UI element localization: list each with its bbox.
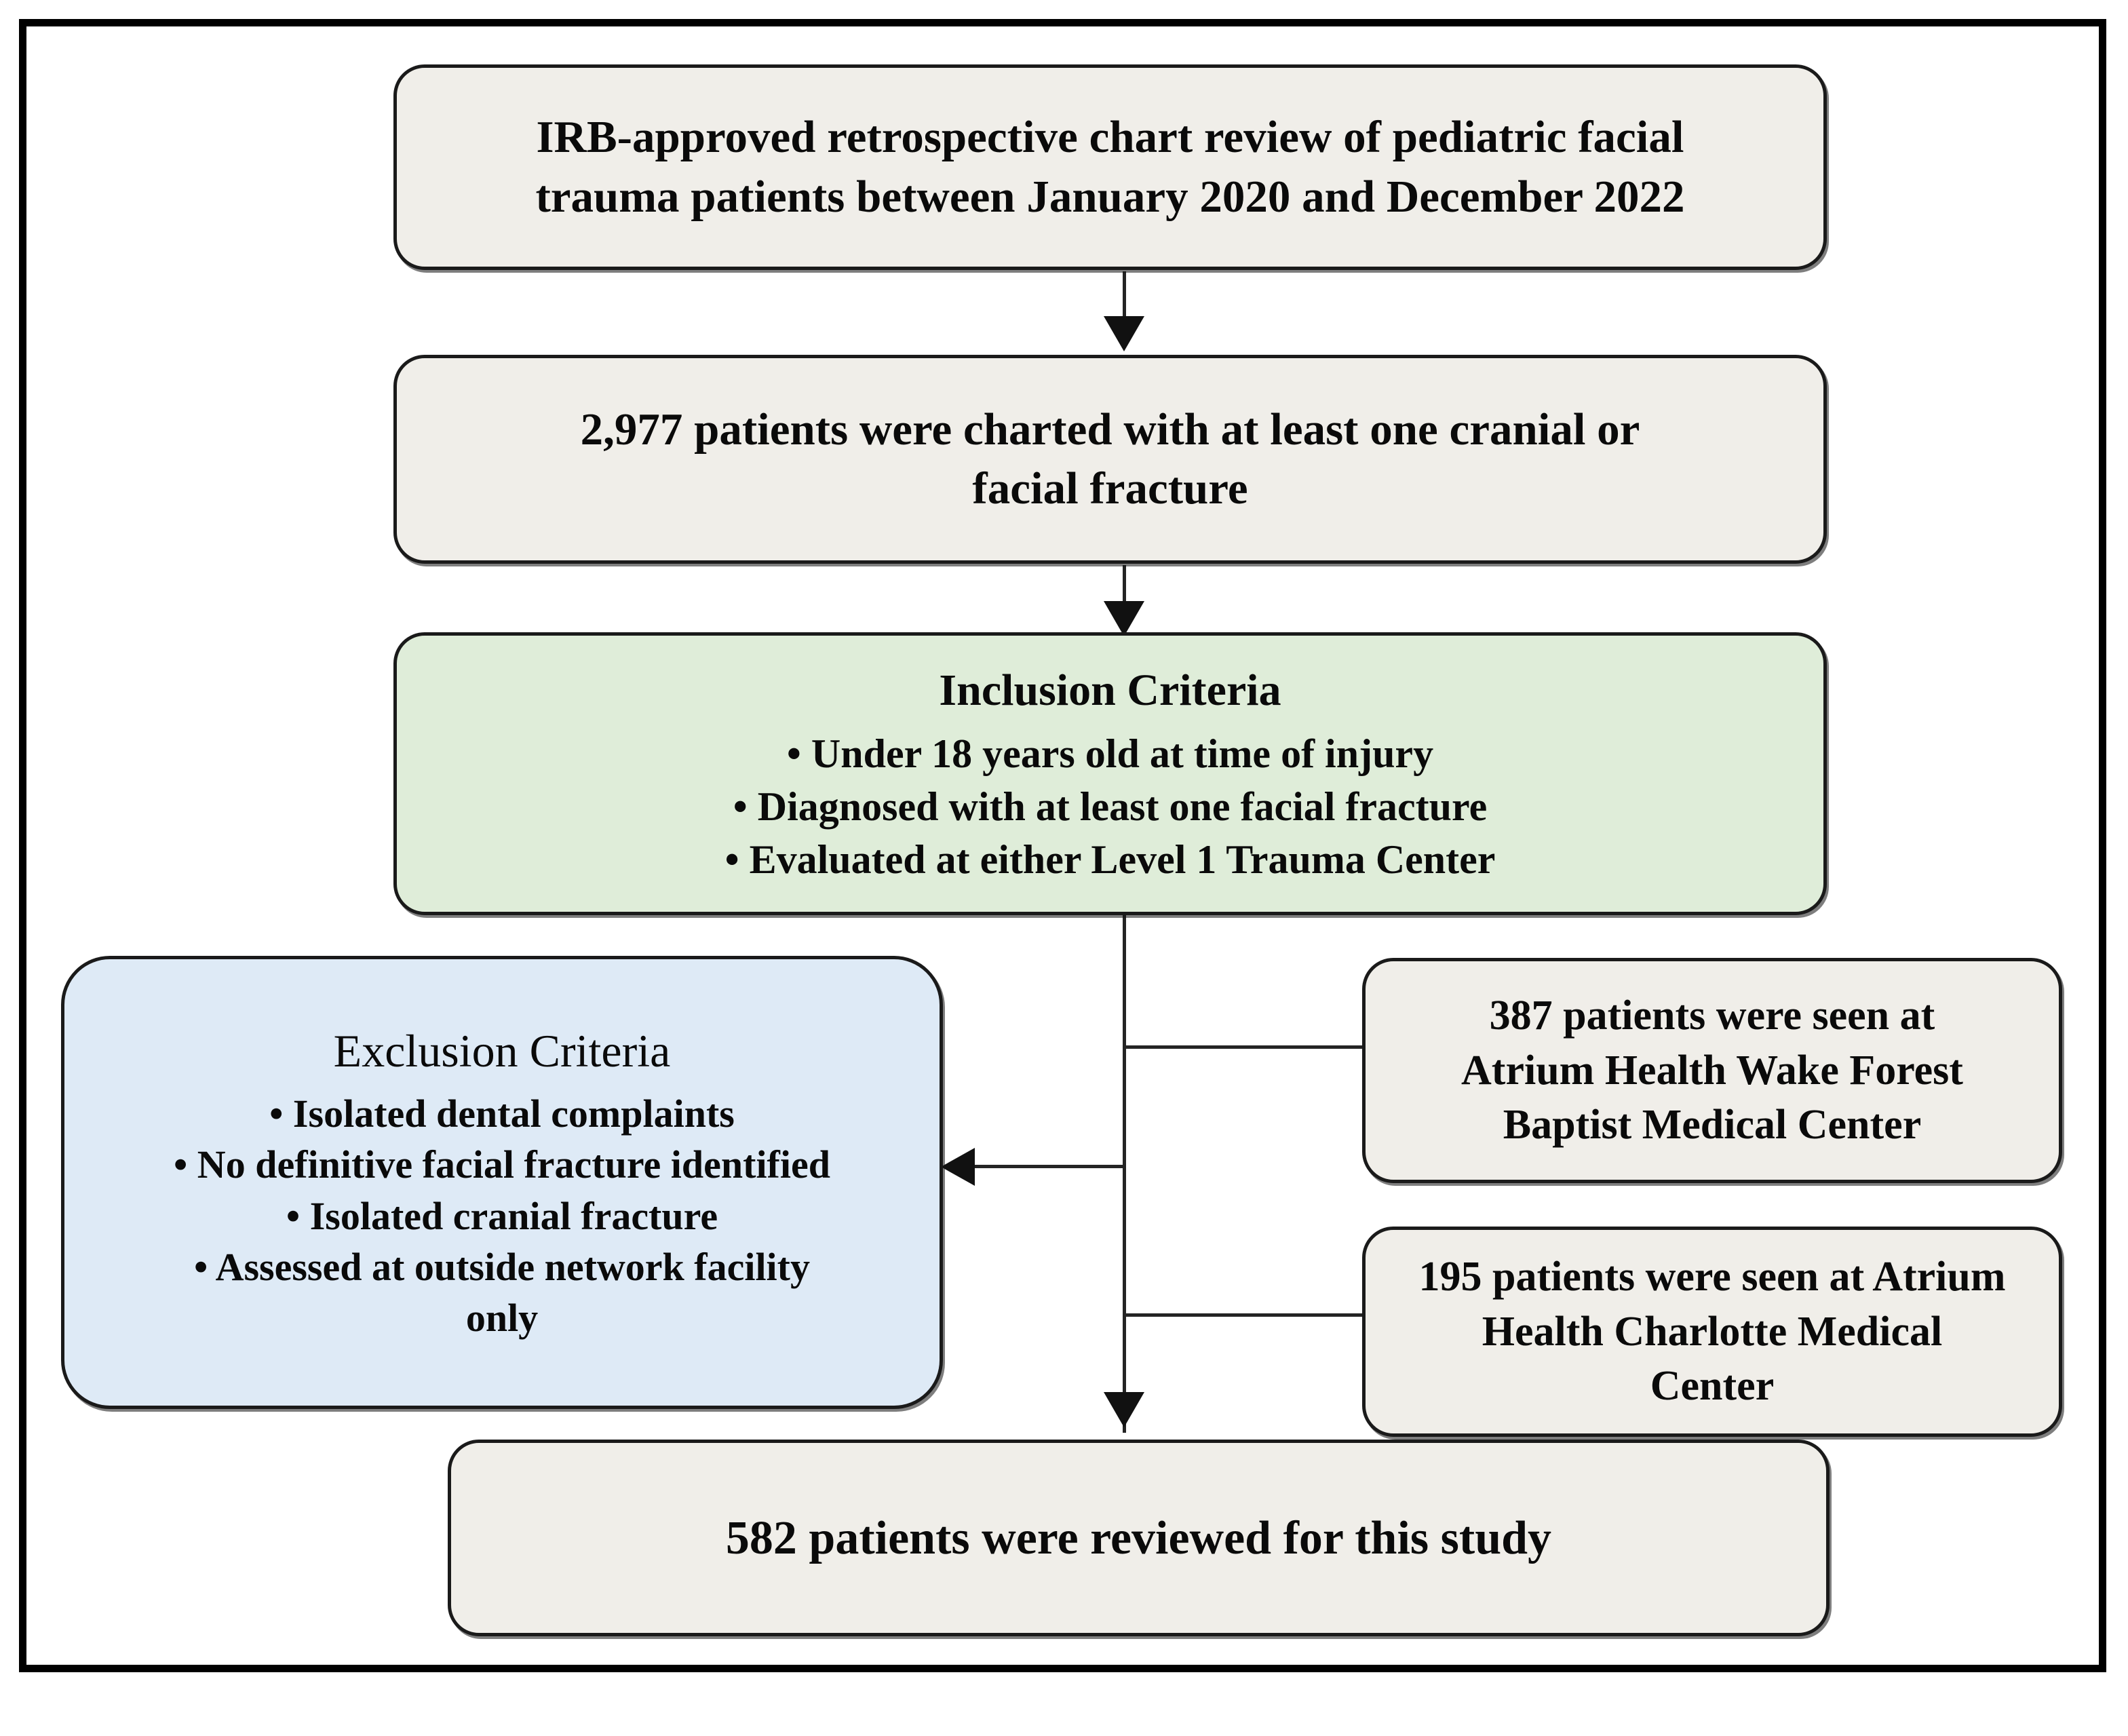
wake-forest-line-1: 387 patients were seen at — [1489, 992, 1935, 1039]
arrow-charted-to-inclusion-head — [1104, 601, 1144, 636]
arrow-charted-to-inclusion-stem — [1123, 565, 1126, 633]
reviewed-patients-box: 582 patients were reviewed for this stud… — [448, 1440, 1830, 1636]
arrow-to-exclusion-head — [941, 1148, 975, 1186]
charlotte-line-1: 195 patients were seen at Atrium — [1418, 1254, 2006, 1300]
charlotte-site-box: 195 patients were seen at Atrium Health … — [1362, 1227, 2062, 1437]
arrow-irb-to-charted-stem — [1123, 271, 1126, 346]
wake-forest-line-2: Atrium Health Wake Forest — [1461, 1047, 1963, 1094]
charted-line-1: 2,977 patients were charted with at leas… — [580, 404, 1640, 455]
charlotte-line-3: Center — [1650, 1363, 1775, 1410]
irb-line-2: trauma patients between January 2020 and… — [535, 171, 1685, 222]
arrow-trunk-to-reviewed-head — [1104, 1392, 1144, 1427]
exclusion-criteria-box: Exclusion Criteria • Isolated dental com… — [61, 956, 943, 1409]
inclusion-bullet-1: • Under 18 years old at time of injury — [786, 731, 1434, 777]
reviewed-line-1: 582 patients were reviewed for this stud… — [725, 1511, 1552, 1564]
wake-forest-line-3: Baptist Medical Center — [1503, 1102, 1922, 1149]
trunk-inclusion-to-reviewed — [1123, 915, 1126, 1433]
exclusion-bullet-3: • Isolated cranial fracture — [286, 1193, 718, 1238]
exclusion-bullet-2: • No definitive facial fracture identifi… — [174, 1142, 830, 1187]
inclusion-heading: Inclusion Criteria — [939, 665, 1281, 715]
branch-to-wake-forest — [1124, 1045, 1362, 1049]
exclusion-bullet-5: only — [465, 1296, 539, 1340]
exclusion-bullet-4: • Assessed at outside network facility — [193, 1244, 810, 1289]
inclusion-bullet-3: • Evaluated at either Level 1 Trauma Cen… — [724, 837, 1496, 883]
wake-forest-site-box: 387 patients were seen at Atrium Health … — [1362, 958, 2062, 1183]
exclusion-bullet-1: • Isolated dental complaints — [269, 1091, 735, 1136]
branch-to-exclusion-stem — [973, 1165, 1124, 1168]
irb-line-1: IRB-approved retrospective chart review … — [536, 112, 1684, 163]
branch-to-charlotte — [1124, 1313, 1362, 1317]
exclusion-heading: Exclusion Criteria — [333, 1025, 671, 1077]
irb-chart-review-box: IRB-approved retrospective chart review … — [393, 64, 1827, 270]
diagram-outer-frame — [19, 19, 2106, 1672]
charlotte-line-2: Health Charlotte Medical — [1482, 1308, 1943, 1355]
arrow-irb-to-charted-head — [1104, 316, 1144, 351]
charted-patients-box: 2,977 patients were charted with at leas… — [393, 355, 1827, 564]
inclusion-bullet-2: • Diagnosed with at least one facial fra… — [733, 784, 1488, 830]
charted-line-2: facial fracture — [972, 463, 1248, 514]
inclusion-criteria-box: Inclusion Criteria • Under 18 years old … — [393, 632, 1827, 915]
